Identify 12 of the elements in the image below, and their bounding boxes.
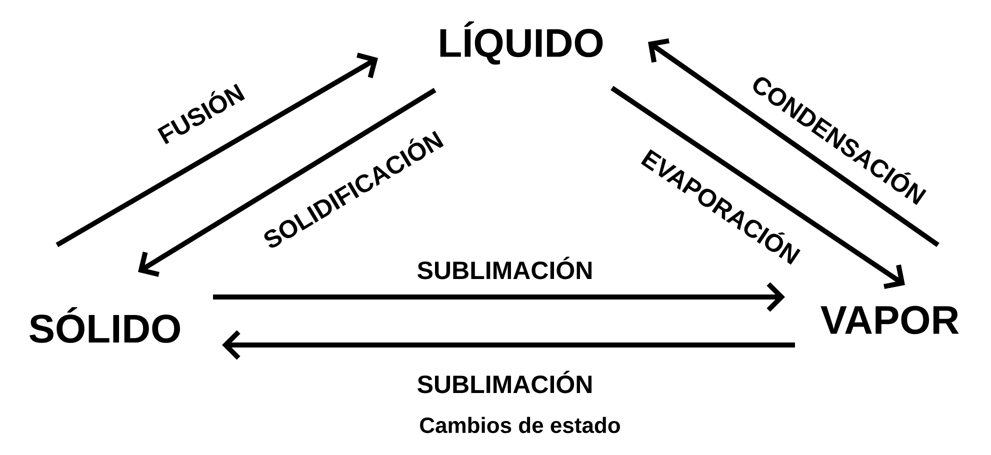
arrow <box>222 330 795 360</box>
state-label: VAPOR <box>820 306 959 334</box>
arrow <box>648 38 940 248</box>
arrow <box>56 52 378 248</box>
edge-label: SUBLIMACIÓN <box>418 370 592 394</box>
arrow <box>213 282 785 312</box>
state-label: LÍQUIDO <box>440 21 603 65</box>
arrow <box>138 88 436 277</box>
caption: Cambios de estado <box>420 416 620 434</box>
arrow <box>610 86 905 289</box>
edge-label: SUBLIMACIÓN <box>418 256 592 280</box>
state-label: SÓLIDO <box>30 307 180 343</box>
